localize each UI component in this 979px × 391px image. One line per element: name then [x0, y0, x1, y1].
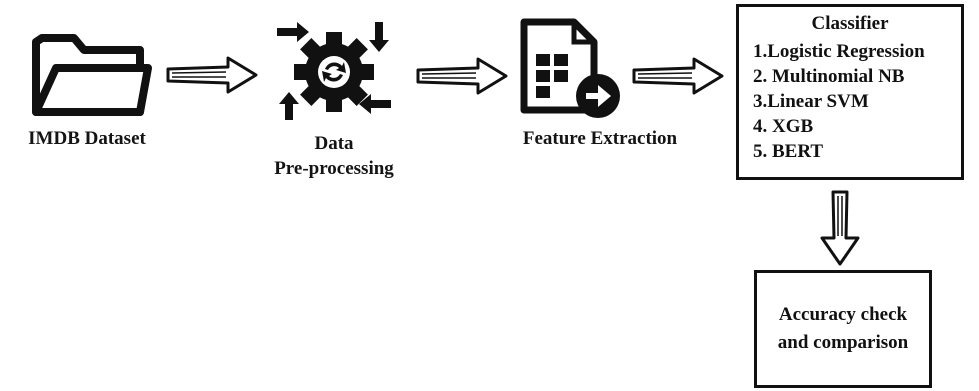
preprocessing-label-line1: Data: [314, 133, 354, 154]
result-line2: and comparison: [777, 332, 909, 353]
classifier-box: Classifier 1.Logistic Regression 2. Mult…: [736, 4, 964, 180]
dataset-label: IMDB Dataset: [28, 128, 146, 149]
classifier-title: Classifier: [811, 13, 889, 34]
spreadsheet-export-icon: [520, 18, 620, 118]
flow-arrow-down: [820, 190, 860, 266]
flow-arrow-3: [632, 57, 724, 95]
classifier-list: 1.Logistic Regression 2. Multinomial NB …: [739, 39, 961, 164]
folder-icon: [32, 34, 152, 116]
classifier-item: 2. Multinomial NB: [753, 66, 905, 87]
feature-extraction-label: Feature Extraction: [522, 128, 678, 149]
result-line1: Accuracy check: [778, 304, 908, 325]
classifier-item: 3.Linear SVM: [753, 91, 869, 112]
classifier-item: 5. BERT: [753, 141, 824, 162]
flow-arrow-1: [166, 56, 258, 94]
accuracy-comparison-box: Accuracy check and comparison: [754, 270, 932, 388]
classifier-item: 4. XGB: [753, 116, 814, 137]
gear-arrows-icon: [277, 22, 391, 120]
flow-arrow-2: [416, 57, 508, 95]
classifier-item: 1.Logistic Regression: [753, 41, 925, 62]
preprocessing-label-line2: Pre-processing: [274, 158, 394, 179]
